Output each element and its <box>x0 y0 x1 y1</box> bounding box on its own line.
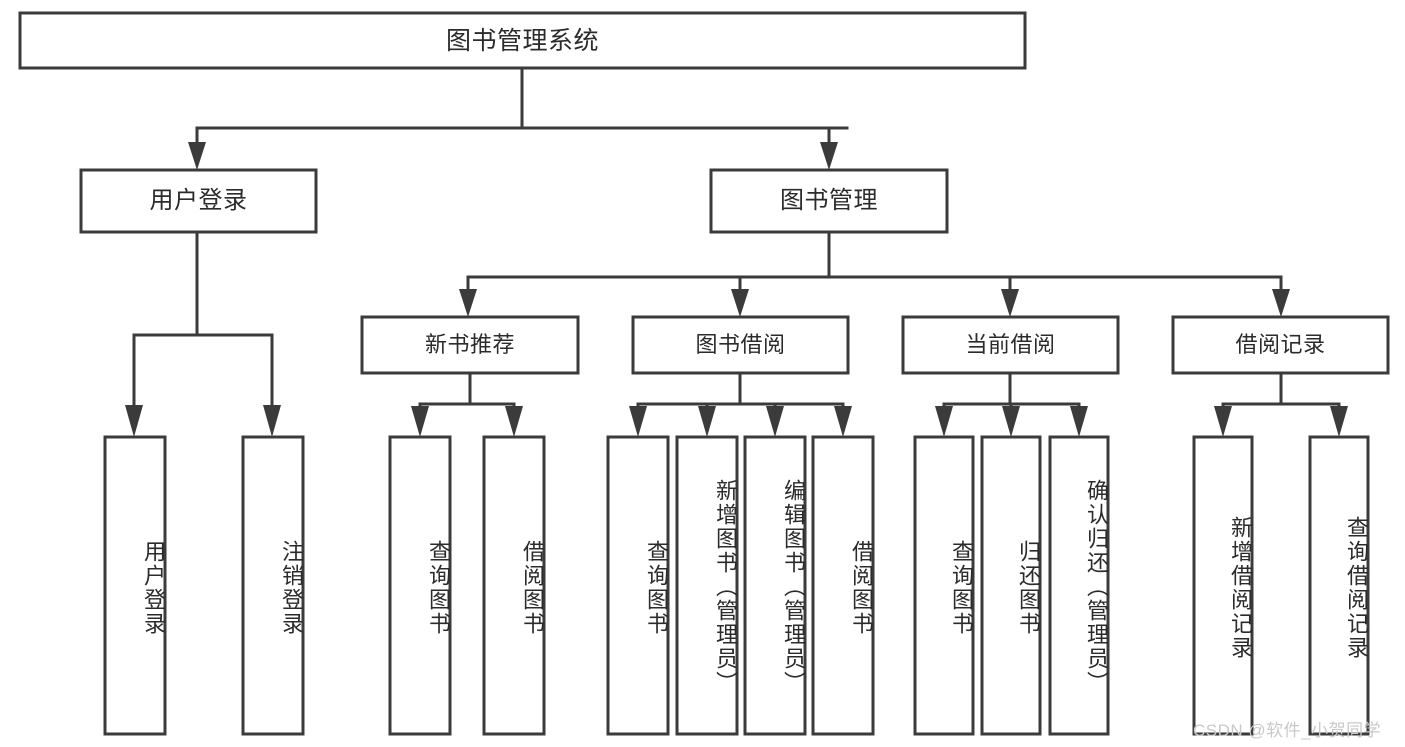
node-leaf-add-borrow-record[interactable] <box>1192 435 1254 736</box>
csdn-watermark: CSDN @软件_小贺同学 <box>1193 721 1382 740</box>
node-leaf-borrow-book[interactable] <box>811 435 875 736</box>
arrow-head-icon <box>820 142 838 170</box>
arrow-head-icon <box>1330 406 1348 437</box>
arrow-head-icon <box>731 289 749 317</box>
node-leaf-borrow-book-rec[interactable] <box>482 435 546 736</box>
node-leaf-add-book-admin[interactable] <box>675 435 739 736</box>
arrow-head-icon <box>505 406 523 437</box>
arrow-head-icon <box>263 405 281 437</box>
arrow-head-icon <box>125 405 143 437</box>
node-user-login[interactable] <box>79 168 318 234</box>
node-leaf-query-borrow-record[interactable] <box>1308 435 1370 736</box>
node-root-system[interactable] <box>18 11 1027 70</box>
arrow-head-icon <box>698 406 716 437</box>
arrow-head-icon <box>411 406 429 437</box>
node-leaf-query-book-current[interactable] <box>913 435 975 736</box>
node-leaf-return-book[interactable] <box>980 435 1042 736</box>
arrow-head-icon <box>1214 406 1232 437</box>
arrow-head-icon <box>834 406 852 437</box>
node-leaf-confirm-return-admin[interactable] <box>1048 435 1110 736</box>
node-book-management[interactable] <box>709 168 949 234</box>
arrow-head-icon <box>459 289 477 317</box>
connector-book-borrow-to-leaves <box>629 371 852 437</box>
node-leaf-logout-login[interactable] <box>241 435 305 736</box>
connector-borrow-record-to-leaves <box>1214 371 1348 437</box>
arrow-head-icon <box>1002 406 1020 437</box>
connector-user-login-to-leaves <box>125 230 281 437</box>
arrow-head-icon <box>935 406 953 437</box>
arrow-head-icon <box>1272 289 1290 317</box>
connector-book-management-to-level3 <box>459 230 1290 317</box>
node-leaf-edit-book-admin[interactable] <box>743 435 807 736</box>
node-leaf-query-book-rec[interactable] <box>388 435 452 736</box>
connector-root-to-level2 <box>188 66 849 170</box>
arrow-head-icon <box>1001 289 1019 317</box>
connector-current-borrow-to-leaves <box>935 371 1088 437</box>
arrow-head-icon <box>188 142 206 170</box>
node-leaf-user-login[interactable] <box>103 435 167 736</box>
node-book-borrow[interactable] <box>631 315 850 375</box>
arrow-head-icon <box>766 406 784 437</box>
node-current-borrow[interactable] <box>901 315 1120 375</box>
node-leaf-query-book-borrow[interactable] <box>606 435 670 736</box>
connector-new-book-recommend-to-leaves <box>411 371 523 437</box>
arrow-head-icon <box>629 406 647 437</box>
arrow-head-icon <box>1070 406 1088 437</box>
node-borrow-record[interactable] <box>1171 315 1390 375</box>
node-new-book-recommend[interactable] <box>360 315 580 375</box>
